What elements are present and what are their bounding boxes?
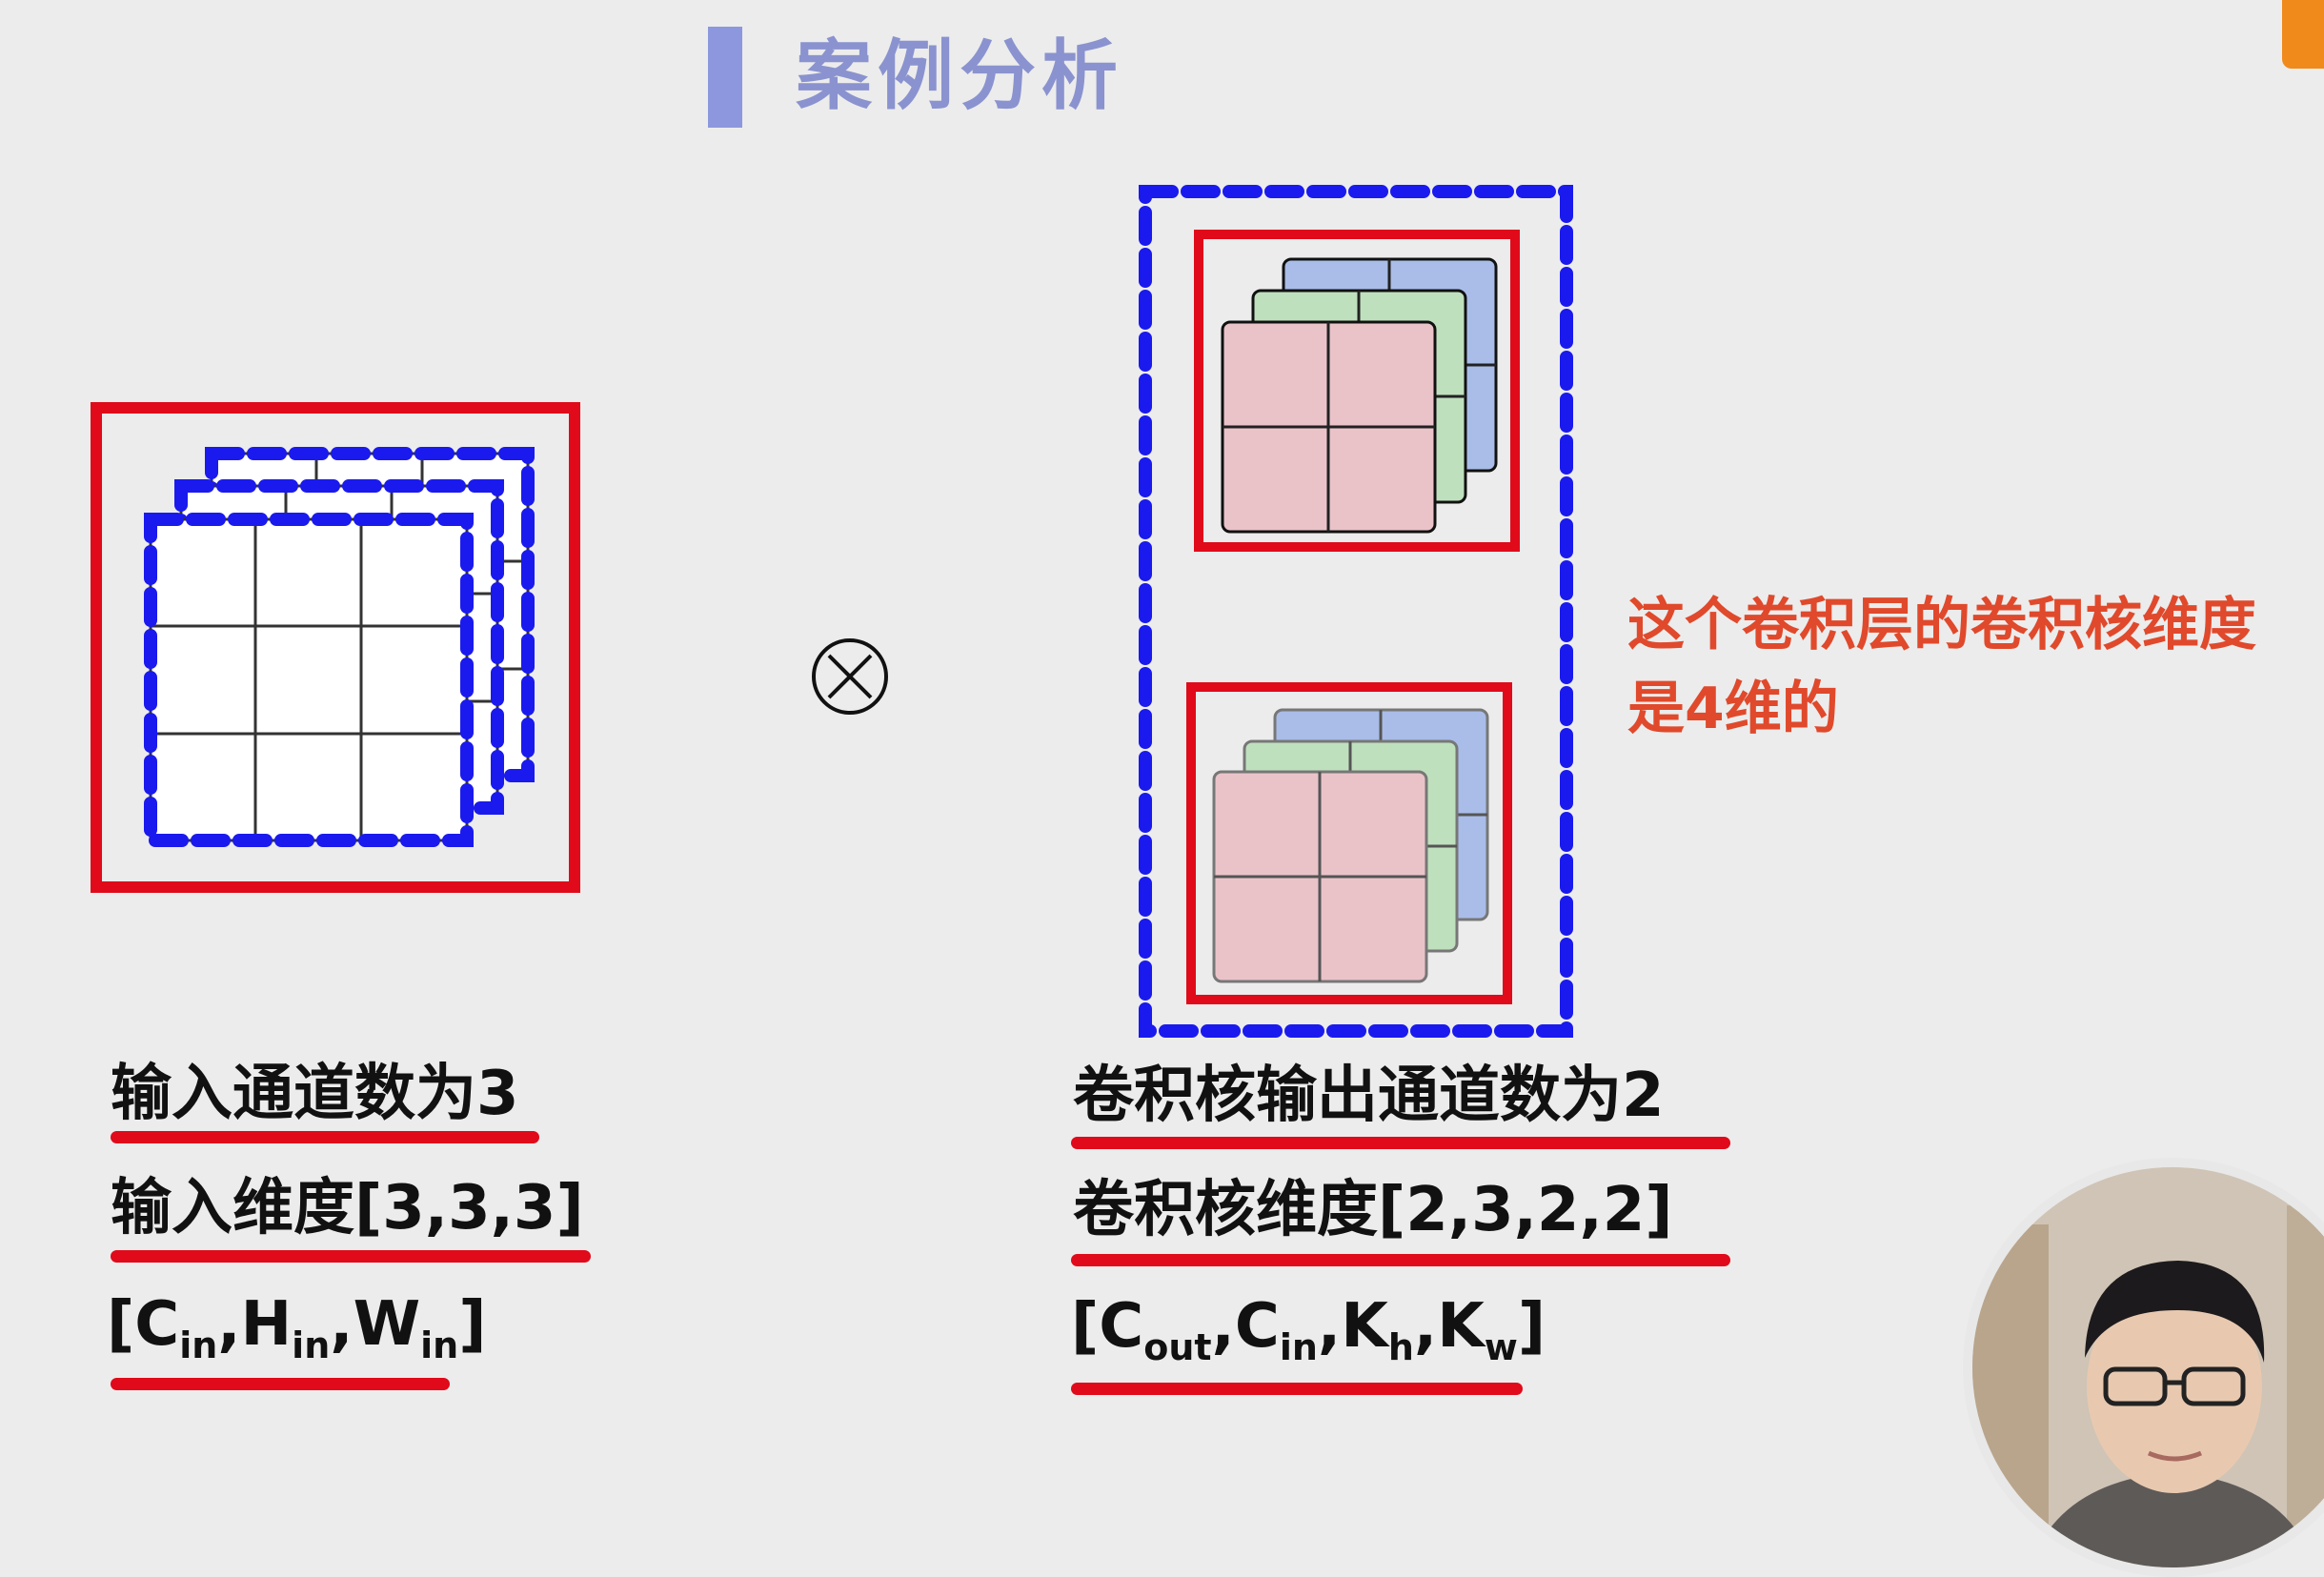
input-channels-label: 输入通道数为3 bbox=[111, 1059, 519, 1129]
page-title: 案例分析 bbox=[796, 31, 1123, 120]
input-tensor bbox=[91, 402, 580, 893]
kernel-annotation-line-1: 这个卷积层的卷积核维度 bbox=[1627, 592, 2256, 658]
kernel-1 bbox=[1194, 230, 1520, 552]
input-shape-part: Hin bbox=[240, 1289, 331, 1366]
kernel-dims-label: 卷积核维度[2,3,2,2] bbox=[1073, 1175, 1673, 1245]
kernel-channels-underline bbox=[1071, 1137, 1730, 1149]
kernel-shape-part: Cin bbox=[1234, 1291, 1318, 1368]
kernel-2-frame bbox=[1186, 682, 1512, 1004]
input-shape-label: [Cin,Hin,Win] bbox=[107, 1289, 487, 1366]
input-slice-1 bbox=[144, 513, 474, 847]
kernel-annotation: 这个卷积层的卷积核维度 是4维的 bbox=[1627, 583, 2314, 751]
kernel-tensor bbox=[1139, 185, 1573, 1038]
input-dims-label: 输入维度[3,3,3] bbox=[111, 1173, 584, 1243]
kernel-dims-underline bbox=[1071, 1254, 1730, 1266]
kernel-channels-label: 卷积核输出通道数为2 bbox=[1073, 1061, 1665, 1131]
title-accent-bar bbox=[708, 27, 742, 128]
kernel-outer-dashed-frame bbox=[1139, 185, 1573, 1038]
input-frame bbox=[91, 402, 580, 893]
kernel-shape-part: Kh bbox=[1341, 1291, 1414, 1368]
input-channels-underline bbox=[111, 1131, 539, 1143]
kernel-1-frame bbox=[1194, 230, 1520, 552]
convolution-operator-icon bbox=[812, 638, 888, 715]
convolution-diagram bbox=[91, 185, 1573, 1038]
kernel-annotation-line-2: 是4维的 bbox=[1627, 676, 1839, 742]
kernel-shape-label: [Cout,Cin,Kh,Kw] bbox=[1071, 1291, 1546, 1368]
kernel-shape-part: Kw bbox=[1437, 1291, 1518, 1368]
kernel-shape-underline bbox=[1071, 1383, 1523, 1395]
input-shape-part: Cin bbox=[134, 1289, 218, 1366]
input-dims-underline bbox=[111, 1250, 591, 1263]
input-shape-underline bbox=[111, 1378, 450, 1390]
presenter-illustration bbox=[1972, 1167, 2324, 1567]
kernel-2 bbox=[1186, 682, 1512, 1004]
kernel-shape-part: Cout bbox=[1099, 1291, 1212, 1368]
logo-mark bbox=[2282, 0, 2324, 69]
input-shape-part: Win bbox=[353, 1289, 459, 1366]
